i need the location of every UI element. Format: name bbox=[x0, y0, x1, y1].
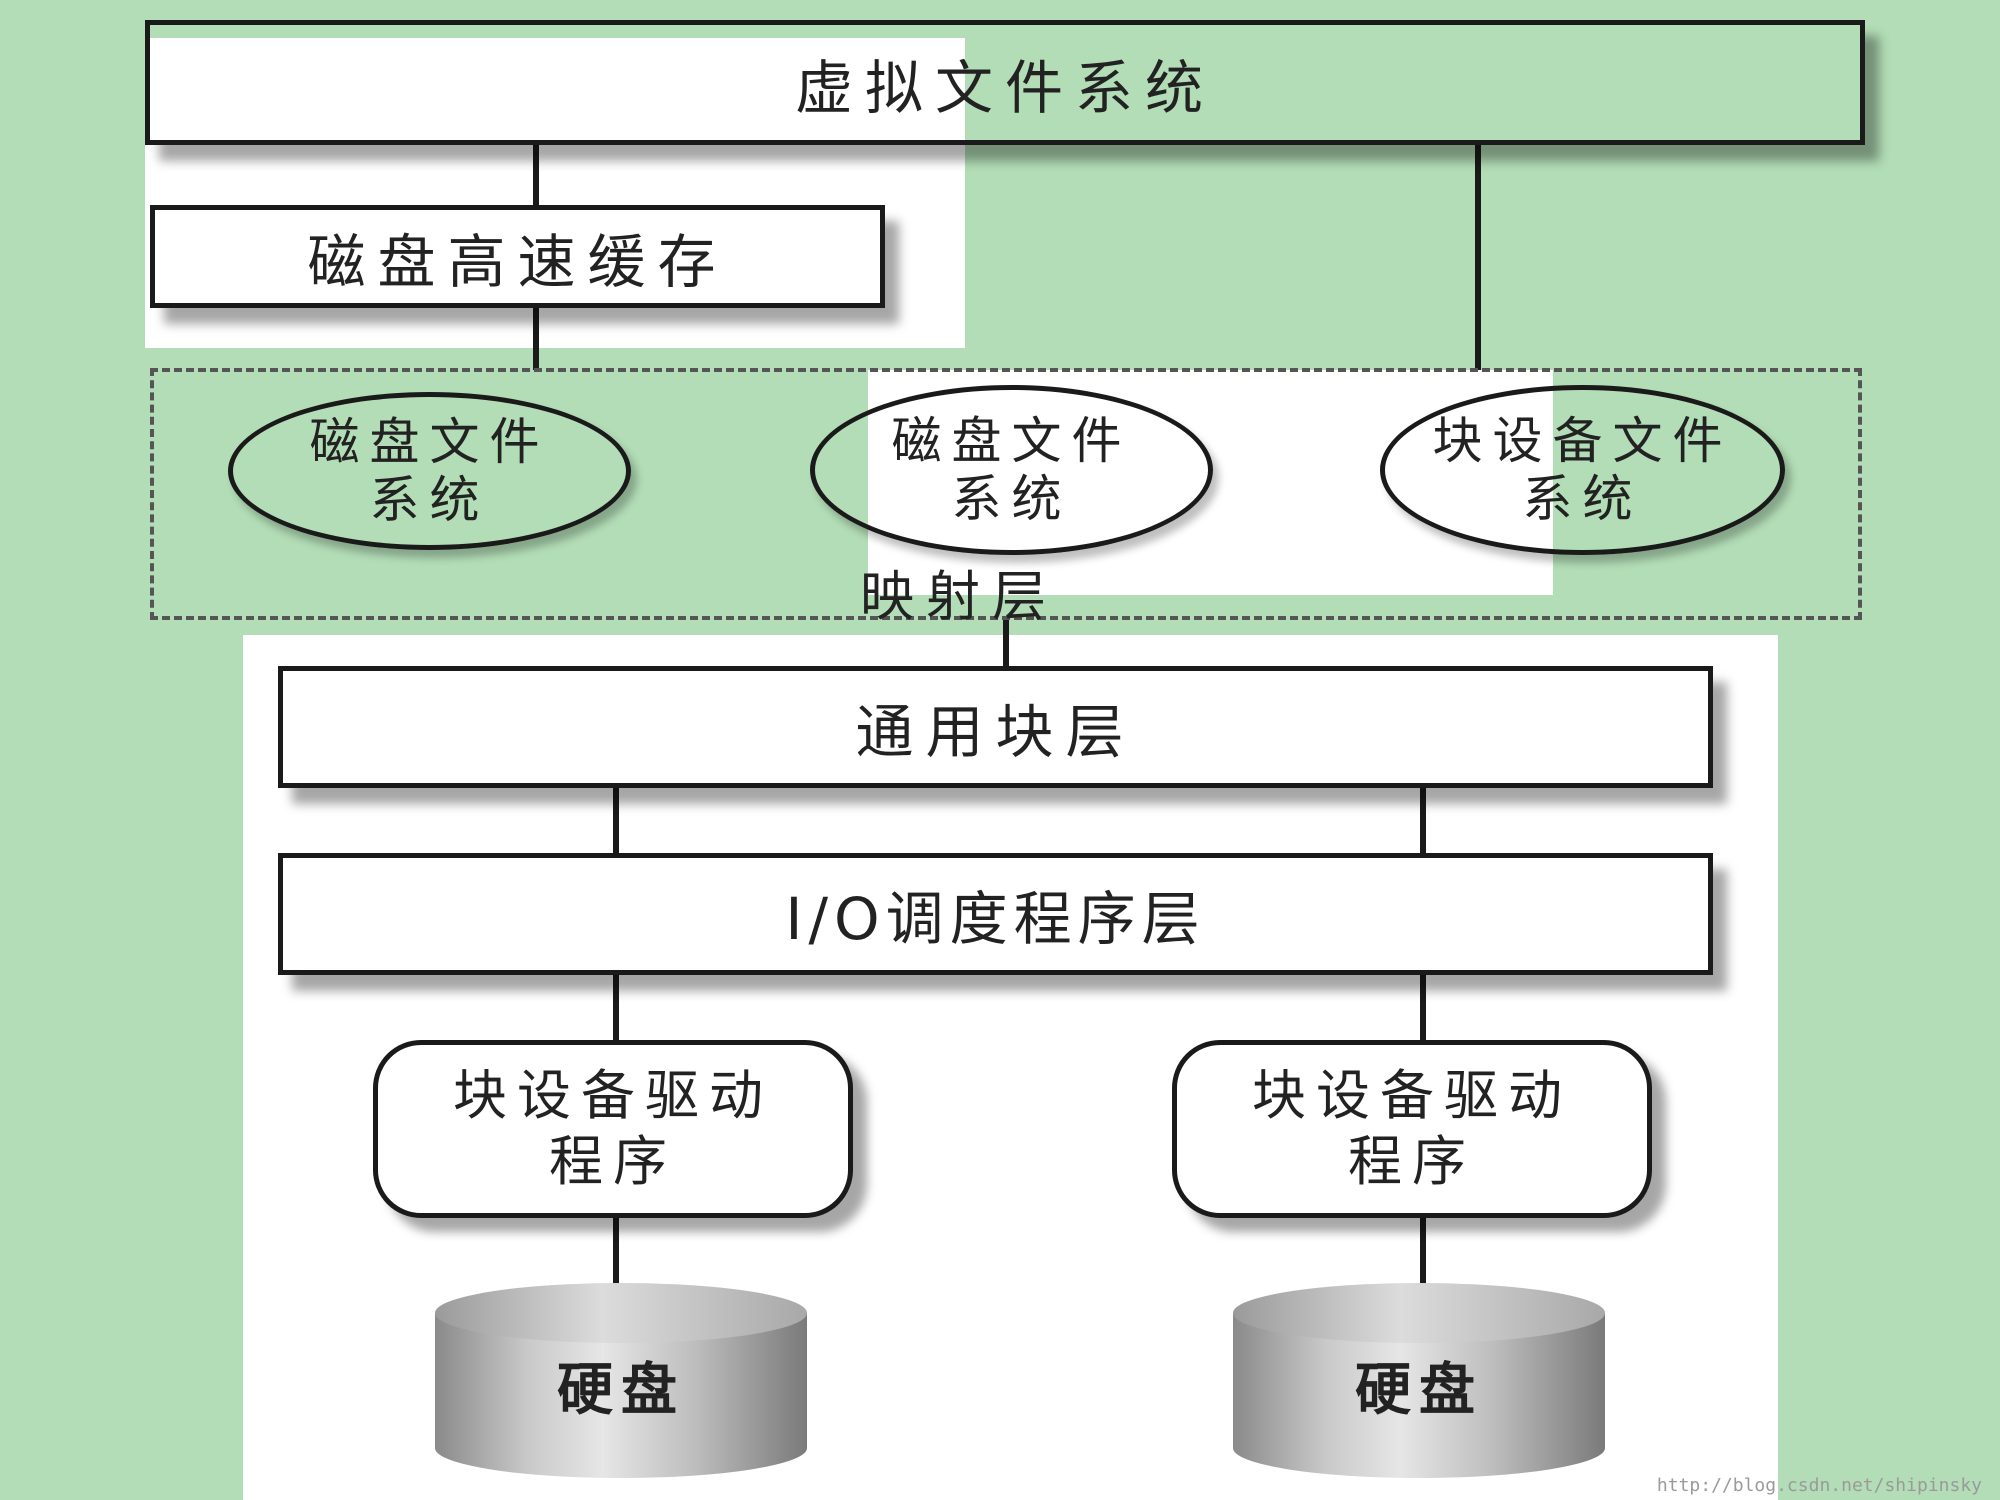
generic-block-layer-label: 通用块层 bbox=[855, 698, 1136, 766]
disk-right-top bbox=[1233, 1283, 1605, 1343]
connector-io-driver-left bbox=[613, 975, 619, 1041]
mapping-layer-label: 映射层 bbox=[860, 565, 1058, 628]
connector-driver-disk-left bbox=[613, 1218, 619, 1290]
blockdev-filesystem-label: 块设备文件系统 bbox=[1432, 412, 1733, 528]
hard-disk-left-label: 硬盘 bbox=[557, 1358, 685, 1423]
connector-driver-disk-right bbox=[1420, 1218, 1426, 1290]
vfs-box: 虚拟文件系统 bbox=[145, 20, 1865, 145]
io-scheduler-layer-box: I/O调度程序层 bbox=[278, 853, 1713, 975]
block-driver-right-label: 块设备驱动程序 bbox=[1252, 1064, 1572, 1193]
connector-generic-io-left bbox=[613, 787, 619, 855]
disk-filesystem-1-label: 磁盘文件系统 bbox=[309, 413, 550, 529]
mapping-layer bbox=[150, 368, 1862, 620]
disk-cache-box: 磁盘高速缓存 bbox=[150, 205, 885, 308]
block-driver-left-label: 块设备驱动程序 bbox=[453, 1064, 773, 1193]
generic-block-layer-box: 通用块层 bbox=[278, 666, 1713, 788]
io-scheduler-layer-label: I/O调度程序层 bbox=[785, 885, 1206, 953]
connector-io-driver-right bbox=[1420, 975, 1426, 1041]
hard-disk-left: 硬盘 bbox=[435, 1283, 807, 1478]
connector-vfs-blockdev-fs bbox=[1475, 142, 1481, 370]
watermark: http://blog.csdn.net/shipinsky bbox=[1656, 1475, 1982, 1496]
hard-disk-right-label: 硬盘 bbox=[1355, 1358, 1483, 1423]
disk-cache-label: 磁盘高速缓存 bbox=[307, 227, 728, 296]
connector-cache-mapping bbox=[533, 304, 539, 370]
hard-disk-right: 硬盘 bbox=[1233, 1283, 1605, 1478]
disk-left-top bbox=[435, 1283, 807, 1343]
vfs-label: 虚拟文件系统 bbox=[794, 53, 1215, 122]
connector-vfs-cache bbox=[533, 142, 539, 206]
disk-filesystem-2: 磁盘文件系统 bbox=[810, 385, 1213, 555]
block-driver-left: 块设备驱动程序 bbox=[373, 1040, 853, 1218]
connector-mapping-generic bbox=[1003, 618, 1009, 666]
blockdev-filesystem: 块设备文件系统 bbox=[1380, 385, 1785, 555]
disk-filesystem-2-label: 磁盘文件系统 bbox=[891, 412, 1132, 528]
connector-generic-io-right bbox=[1420, 787, 1426, 855]
disk-filesystem-1: 磁盘文件系统 bbox=[228, 392, 631, 550]
block-driver-right: 块设备驱动程序 bbox=[1172, 1040, 1652, 1218]
